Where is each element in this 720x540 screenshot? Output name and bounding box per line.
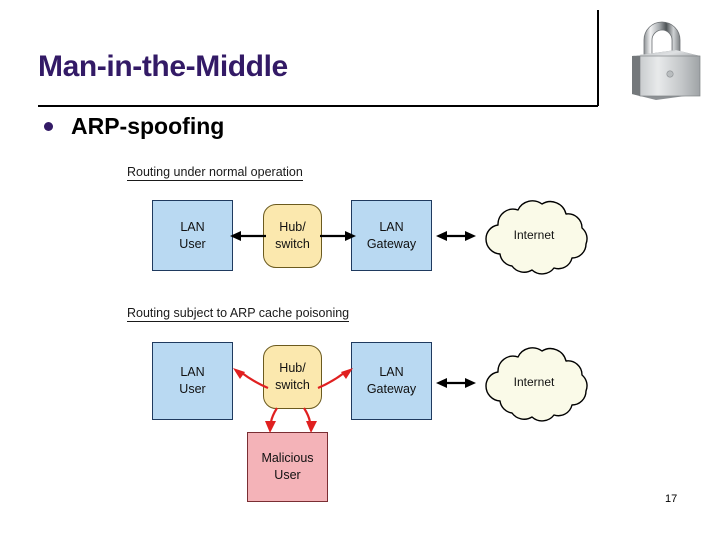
bullet-list-item: ARP-spoofing xyxy=(44,113,224,140)
title-underline-rule xyxy=(38,105,598,107)
page-title: Man-in-the-Middle xyxy=(38,50,288,83)
bullet-item-label: ARP-spoofing xyxy=(71,113,225,139)
node-label-line: Gateway xyxy=(366,382,417,396)
bullet-dot-icon xyxy=(44,122,53,131)
node-label-line: LAN xyxy=(379,219,404,234)
padlock-icon xyxy=(632,21,701,100)
diagram-caption-normal: Routing under normal operation xyxy=(127,165,303,181)
connector-hub-to-malicious-left xyxy=(265,407,278,433)
connector-hub-to-lan-gateway-normal xyxy=(320,231,356,241)
title-side-rule xyxy=(597,10,599,106)
node-label-line: User xyxy=(274,468,301,482)
node-label-line: User xyxy=(179,236,206,251)
node-internet-label-normal: Internet xyxy=(513,228,555,242)
node-internet-cloud-normal xyxy=(485,200,588,275)
diagram-caption-poisoning: Routing subject to ARP cache poisoning xyxy=(127,306,350,322)
page-number: 17 xyxy=(665,493,678,505)
node-lan-gateway-normal: LAN Gateway xyxy=(351,200,432,271)
connector-hub-to-lan-user-poisoned xyxy=(233,368,269,390)
connector-lan-gateway-to-internet-normal xyxy=(436,231,476,241)
node-lan-user-poisoned: LAN User xyxy=(152,342,233,420)
connector-lan-gateway-to-internet-poisoned xyxy=(436,378,476,388)
node-label-line: Hub/ xyxy=(279,220,306,235)
node-label-line: Malicious xyxy=(261,451,314,466)
node-label-line: Gateway xyxy=(366,236,417,251)
node-lan-user-normal: LAN User xyxy=(152,200,233,271)
node-internet-label-poisoned: Internet xyxy=(513,375,555,389)
node-label-line: LAN xyxy=(180,219,205,234)
node-label-line: switch xyxy=(275,378,310,392)
node-label-line: LAN xyxy=(180,365,205,380)
connector-hub-to-lan-gateway-poisoned xyxy=(317,368,353,390)
node-internet-cloud-poisoned xyxy=(485,347,588,422)
node-label-line: User xyxy=(179,382,206,396)
node-lan-gateway-poisoned: LAN Gateway xyxy=(351,342,432,420)
node-label-line: Hub/ xyxy=(279,361,306,376)
connector-hub-to-malicious-right xyxy=(303,407,317,433)
node-label-line: LAN xyxy=(379,365,404,380)
node-hub-switch-poisoned: Hub/ switch xyxy=(263,345,322,409)
connector-hub-to-lan-user-normal xyxy=(230,231,266,241)
node-malicious-user: Malicious User xyxy=(247,432,328,502)
node-label-line: switch xyxy=(275,237,310,251)
node-hub-switch-normal: Hub/ switch xyxy=(263,204,322,268)
